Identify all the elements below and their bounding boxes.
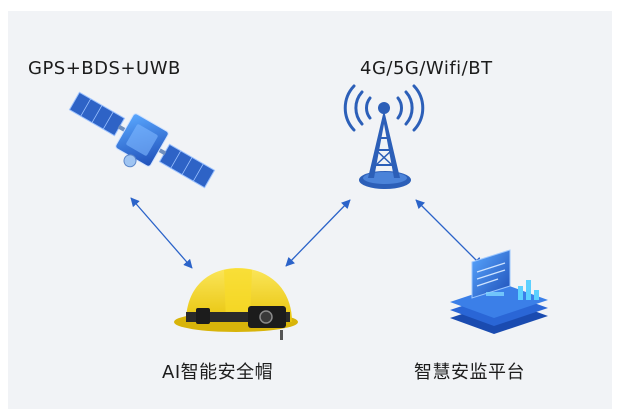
- arrow-tower-helmet: [285, 199, 351, 267]
- arrow-tower-platform: [415, 199, 483, 267]
- platform-label: 智慧安监平台: [414, 362, 525, 383]
- network-label: 4G/5G/Wifi/BT: [360, 58, 493, 79]
- arrow-satellite-helmet: [130, 197, 193, 269]
- safety-helmet-icon: [174, 268, 298, 340]
- signal-tower-icon: [343, 84, 425, 189]
- positioning-label: GPS+BDS+UWB: [28, 58, 181, 79]
- satellite-icon: [68, 91, 216, 189]
- helmet-label: AI智能安全帽: [162, 362, 274, 383]
- platform-dashboard-icon: [450, 249, 548, 334]
